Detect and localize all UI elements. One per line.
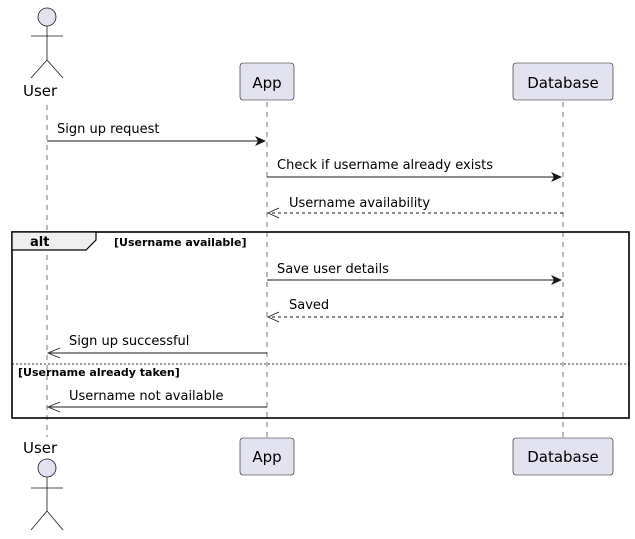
message-label: Saved [289,298,329,313]
message-save-user-details: Save user details [267,262,562,285]
database-participant-bottom: Database [512,437,614,476]
alt-fragment: alt [Username available] [Username alrea… [11,231,630,419]
arrowhead-icon [255,136,266,146]
message-label: Username availability [289,196,430,211]
open-arrowhead-icon [46,347,61,359]
user-actor-bottom: User [23,439,64,531]
message-saved: Saved [267,298,563,323]
user-actor-head-icon [37,458,57,478]
open-arrowhead-icon [267,207,280,219]
alt-tab [11,231,97,251]
user-actor-top: User [23,7,64,100]
database-label-bottom: Database [527,448,599,466]
alt-keyword: alt [30,235,49,250]
database-label-top: Database [527,74,599,92]
alt-guard-available: [Username available] [114,236,247,249]
message-sign-up-request: Sign up request [47,122,266,146]
message-username-not-available: Username not available [46,389,267,413]
arrowhead-icon [551,172,562,182]
user-actor-head-icon [37,7,57,27]
message-label: Sign up successful [69,334,189,349]
alt-guard-taken: [Username already taken] [18,366,180,379]
message-check-username: Check if username already exists [267,158,562,182]
message-label: Username not available [69,389,224,404]
message-sign-up-successful: Sign up successful [46,334,267,359]
open-arrowhead-icon [46,401,61,413]
open-arrowhead-icon [267,311,280,323]
message-label: Check if username already exists [277,158,493,173]
user-label-top: User [23,82,58,100]
arrowhead-icon [551,275,562,285]
user-label-bottom: User [23,439,58,457]
app-participant-top: App [239,62,295,101]
database-participant-top: Database [512,62,614,101]
message-username-availability: Username availability [267,196,563,219]
app-label-bottom: App [252,448,281,466]
message-label: Save user details [277,262,389,277]
app-label-top: App [252,74,281,92]
message-label: Sign up request [57,122,160,137]
app-participant-bottom: App [239,437,295,476]
